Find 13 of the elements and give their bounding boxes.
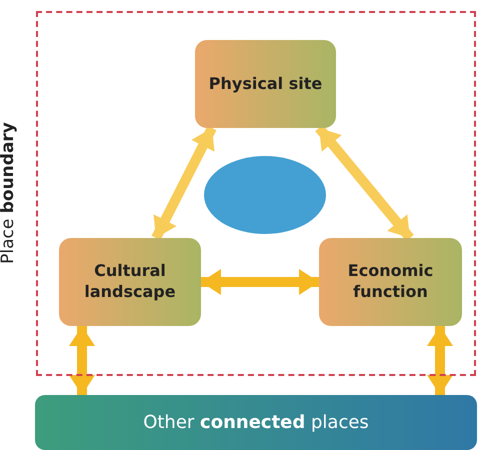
band bbox=[35, 395, 477, 450]
box-label: Cultural landscape bbox=[83, 261, 177, 303]
double-arrow bbox=[69, 326, 95, 395]
process-box bbox=[59, 238, 201, 326]
double-arrow bbox=[152, 126, 216, 240]
box-label: Physical site bbox=[208, 74, 322, 94]
box-label: Economic function bbox=[346, 261, 434, 303]
band-label: Other connected places bbox=[143, 412, 369, 433]
double-arrow bbox=[427, 326, 453, 395]
double-arrow bbox=[201, 269, 319, 295]
process-box bbox=[195, 40, 336, 128]
boundary-label: Place boundary bbox=[0, 122, 18, 264]
process-box bbox=[319, 238, 462, 326]
